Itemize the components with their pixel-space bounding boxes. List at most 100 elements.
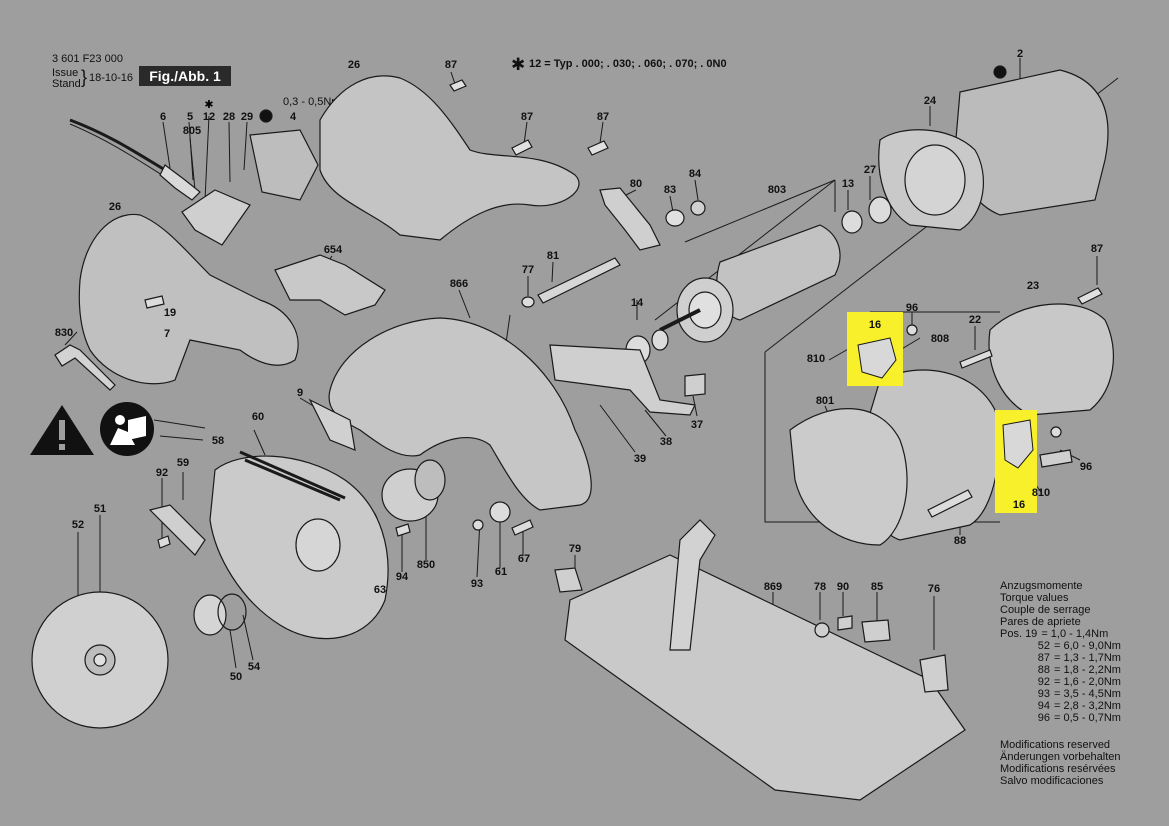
callout-84: 84 (689, 168, 702, 180)
figure-label: Fig./Abb. 1 (139, 66, 231, 86)
callout-803: 803 (768, 184, 786, 196)
callout-866: 866 (450, 278, 468, 290)
document-number: 3 601 F23 000 (52, 53, 123, 65)
callout-19: 19 (164, 307, 176, 319)
mod-es: Salvo modificaciones (1000, 775, 1104, 787)
mod-en: Modifications reserved (1000, 739, 1111, 751)
torque-row: 87= 1,3 - 1,7Nm (1037, 652, 1121, 664)
highlight-16a: 16 (847, 312, 903, 386)
allen-key (54, 344, 116, 391)
callout-810: 810 (1032, 487, 1050, 499)
callout-9: 9 (297, 387, 303, 399)
spindle (537, 257, 621, 304)
callout-23: 23 (1027, 280, 1039, 292)
callout-77: 77 (522, 264, 534, 276)
callout-830: 830 (55, 327, 73, 339)
lever (599, 187, 661, 251)
callout-24: 24 (924, 95, 937, 107)
mod-fr: Modifications resérvées (1000, 763, 1116, 775)
callout-87: 87 (1091, 243, 1103, 255)
callout-4: 4 (290, 111, 297, 123)
issue-label: Issue (52, 67, 79, 79)
callout-7: 7 (164, 328, 170, 340)
read-manual-icon (100, 402, 154, 456)
callout-85: 85 (871, 581, 883, 593)
callout-12: 12 (203, 111, 215, 123)
torque-row: 96= 0,5 - 0,7Nm (1037, 712, 1121, 724)
torque-row: 88= 1,8 - 2,2Nm (1037, 664, 1121, 676)
callout-654: 654 (324, 244, 343, 256)
parts (31, 65, 1115, 801)
callout-29: 29 (241, 111, 253, 123)
callout-805: 805 (183, 125, 201, 137)
torque-row: 93= 3,5 - 4,5Nm (1037, 688, 1121, 700)
callout-801: 801 (816, 395, 834, 407)
handle-housing-top (319, 75, 580, 241)
callout-37: 37 (691, 419, 703, 431)
callout-80: 80 (630, 178, 642, 190)
callout-26: 26 (348, 59, 360, 71)
end-cover (988, 303, 1115, 416)
fan-housing (789, 408, 908, 546)
callout-61: 61 (495, 566, 507, 578)
torque-row: 94= 2,8 - 3,2Nm (1037, 700, 1121, 712)
warning-triangle-icon (30, 405, 94, 455)
star-mark-icon: ✱ (204, 99, 213, 111)
callout-13: 13 (842, 178, 854, 190)
armature (716, 224, 841, 321)
dust-connector (274, 254, 386, 316)
motor-housing-main (78, 213, 299, 385)
callout-869: 869 (764, 581, 782, 593)
callout-96: 96 (906, 302, 918, 314)
callout-22: 22 (969, 314, 981, 326)
callout-6: 6 (160, 111, 166, 123)
callout-83: 83 (664, 184, 676, 196)
callout-93: 93 (471, 578, 483, 590)
callout-810: 810 (807, 353, 825, 365)
callout-51: 51 (94, 503, 106, 515)
cable-clamp (181, 189, 251, 246)
callout-76: 76 (928, 583, 940, 595)
callout-808: 808 (931, 333, 949, 345)
modifications-note: Modifications reserved Änderungen vorbeh… (1000, 739, 1120, 787)
torque-title-fr: Couple de serrage (1000, 604, 1091, 616)
callout-52: 52 (72, 519, 84, 531)
callout-87: 87 (521, 111, 533, 123)
callout-5: 5 (187, 111, 193, 123)
callout-26: 26 (109, 201, 121, 213)
callout-27: 27 (864, 164, 876, 176)
callout-90: 90 (837, 581, 849, 593)
torque-title-es: Pares de apriete (1000, 616, 1081, 628)
callout-50: 50 (230, 671, 242, 683)
callout-88: 88 (954, 535, 966, 547)
switch (249, 129, 319, 201)
star-icon: ✱ (511, 55, 526, 74)
highlight-16b: 16 (995, 410, 1037, 513)
callout-16b: 16 (1013, 499, 1025, 511)
torque-gap-note: 0,3 - 0,5Nm (283, 96, 341, 108)
callout-850: 850 (417, 559, 435, 571)
torque-title-en: Torque values (1000, 592, 1069, 604)
callout-54: 54 (248, 661, 261, 673)
torque-row: 92= 1,6 - 2,0Nm (1037, 676, 1121, 688)
torque-row: 52= 6,0 - 9,0Nm (1037, 640, 1121, 652)
callout-labels: 87 26 2 24 6 5 12 28 29 4 805 87 87 80 8… (55, 48, 1103, 683)
callout-14: 14 (631, 297, 644, 309)
callout-16a: 16 (869, 319, 881, 331)
base-plate (564, 554, 966, 801)
cable-guard (159, 164, 201, 201)
callout-78: 78 (814, 581, 826, 593)
callout-96: 96 (1080, 461, 1092, 473)
depth-bracket (549, 344, 696, 416)
callout-39: 39 (634, 453, 646, 465)
type-note: 12 = Typ . 000; . 030; . 060; . 070; . 0… (529, 58, 727, 70)
callout-87: 87 (445, 59, 457, 71)
callout-92: 92 (156, 467, 168, 479)
callout-38: 38 (660, 436, 672, 448)
stand-label: Stand (52, 78, 81, 90)
screws (449, 79, 1103, 305)
issue-date: 18-10-16 (89, 72, 134, 84)
mod-de: Änderungen vorbehalten (1000, 751, 1121, 763)
callout-60: 60 (252, 411, 264, 423)
callout-67: 67 (518, 553, 530, 565)
